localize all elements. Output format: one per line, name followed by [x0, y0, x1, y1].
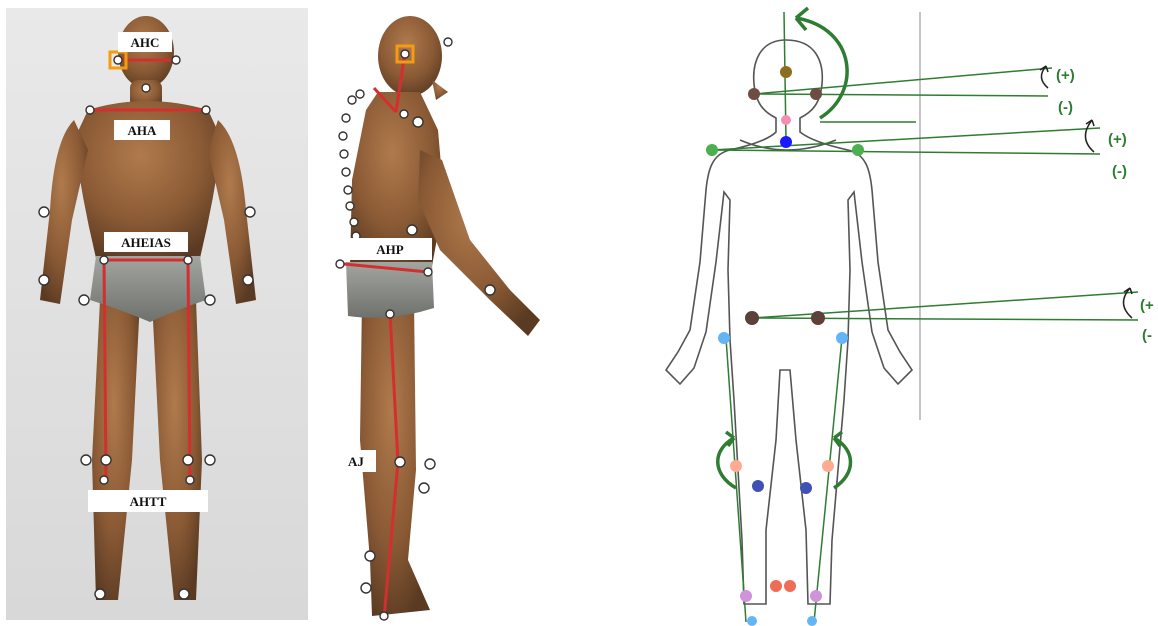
ahtt-label: AHTT [130, 494, 167, 509]
right-shoulder-marker [852, 144, 864, 156]
head-tilt-line [754, 68, 1052, 94]
right-thigh-line [188, 260, 190, 480]
right-knee-lateral-marker [822, 460, 834, 472]
left-shoulder-marker [706, 144, 718, 156]
rotation-arrows [718, 8, 851, 488]
shoulder-plus-label: (+) [1108, 131, 1127, 148]
left-wrist-marker [718, 332, 730, 344]
left-knee-medial-marker [752, 480, 764, 492]
left-ear-marker [748, 88, 760, 100]
head-level-line [754, 94, 1048, 96]
body-outline [666, 40, 912, 604]
right-wrist-marker [836, 332, 848, 344]
left-ankle-marker [740, 590, 752, 602]
ahc-label: AHC [131, 35, 160, 50]
tilt-sign-labels: (+) (-) (+) (-) (+ (- [1056, 67, 1154, 344]
side-view-panel: AHP AJ [308, 8, 548, 620]
shoulder-tilt-indicator [1085, 120, 1094, 152]
right-foot-marker [807, 616, 817, 626]
outline-diagram-panel: (+) (-) (+) (-) (+ (- [666, 8, 1154, 626]
tilt-indicators [1040, 66, 1132, 318]
ahp-label: AHP [376, 242, 404, 257]
right-hip-marker [811, 311, 825, 325]
pelvis-tilt-line [752, 292, 1138, 318]
chin-marker [781, 115, 791, 125]
front-view-panel: AHC AHA AHEIAS AHTT [6, 8, 308, 620]
left-knee-lateral-marker [730, 460, 742, 472]
left-hip-marker [745, 311, 759, 325]
sternum-marker [780, 136, 792, 148]
aheias-label: AHEIAS [121, 235, 171, 250]
right-knee-medial-marker [800, 482, 812, 494]
right-inner-ankle-marker [784, 580, 796, 592]
pelvis-level-line [752, 318, 1138, 320]
pelvis-plus-label: (+ [1140, 297, 1154, 314]
head-minus-label: (-) [1058, 99, 1073, 116]
aj-label: AJ [348, 454, 364, 469]
left-inner-ankle-marker [770, 580, 782, 592]
figure-outline-path [666, 40, 912, 604]
shoulder-level-line [712, 150, 1100, 154]
right-ankle-marker [810, 590, 822, 602]
shoulder-tilt-line [712, 128, 1100, 150]
pelvis-minus-label: (- [1142, 327, 1152, 344]
left-thigh-line [104, 260, 106, 480]
head-plus-label: (+) [1056, 67, 1075, 84]
forehead-marker [780, 66, 792, 78]
right-ear-marker [810, 88, 822, 100]
aha-label: AHA [128, 123, 158, 138]
green-reference-lines [712, 12, 1138, 622]
left-leg-line [726, 338, 746, 622]
left-foot-marker [747, 616, 757, 626]
shoulder-minus-label: (-) [1112, 163, 1127, 180]
